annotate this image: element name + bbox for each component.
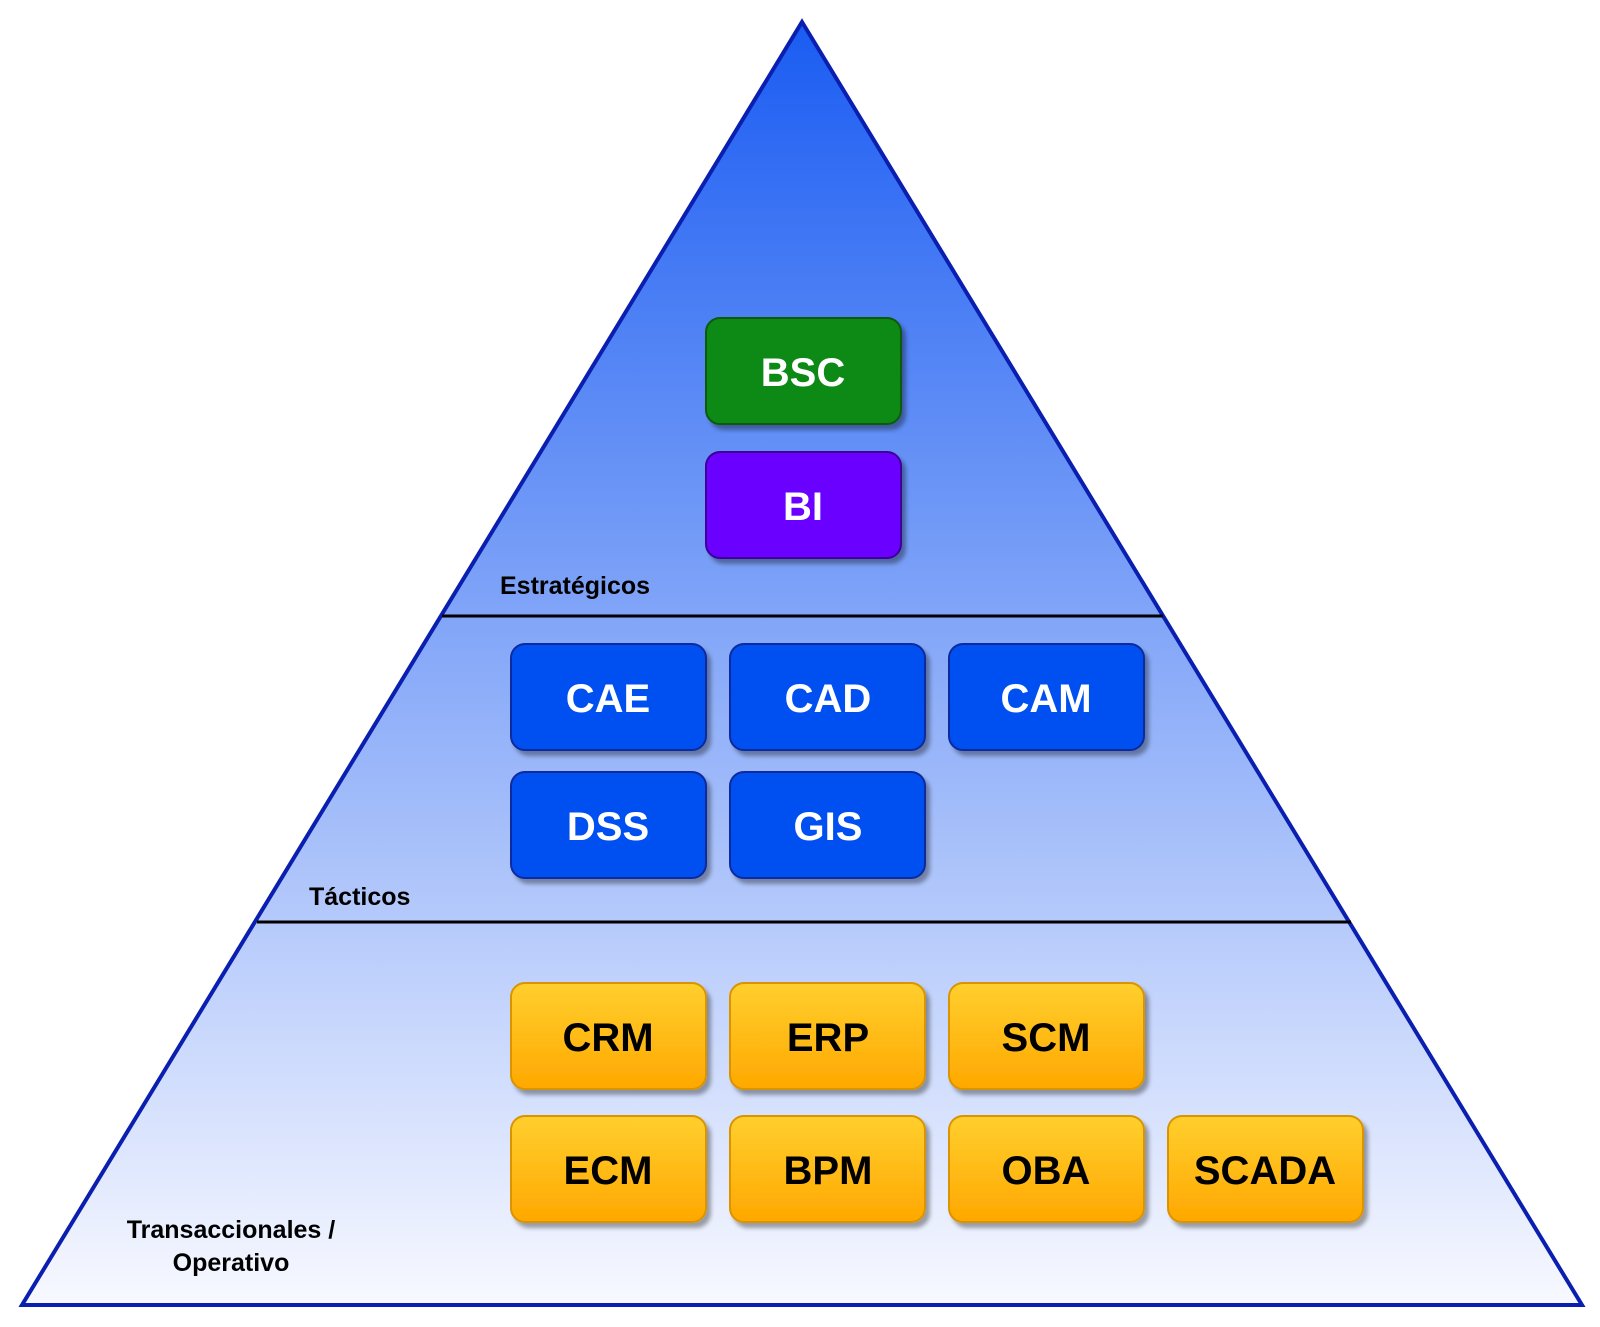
svg-text:CRM: CRM — [562, 1016, 653, 1060]
box-gis: GIS — [729, 771, 926, 879]
box-ecm: ECM — [510, 1115, 707, 1223]
box-oba: OBA — [948, 1115, 1145, 1223]
level-label-operational-line2: Operativo — [173, 1249, 290, 1277]
level-label-operational-line1: Transaccionales / — [127, 1216, 336, 1244]
box-cad: CAD — [729, 643, 926, 751]
svg-text:CAD: CAD — [785, 677, 872, 721]
svg-text:GIS: GIS — [794, 805, 863, 849]
box-cam: CAM — [948, 643, 1145, 751]
svg-text:BPM: BPM — [784, 1149, 873, 1193]
svg-text:SCADA: SCADA — [1194, 1149, 1336, 1193]
box-scada: SCADA — [1167, 1115, 1364, 1223]
svg-text:BSC: BSC — [761, 351, 845, 395]
box-bsc: BSC — [705, 317, 902, 425]
level-label-tactical: Tácticos — [309, 883, 410, 911]
level-label-strategic: Estratégicos — [500, 572, 650, 600]
svg-text:OBA: OBA — [1002, 1149, 1091, 1193]
box-erp: ERP — [729, 982, 926, 1090]
svg-text:ECM: ECM — [564, 1149, 653, 1193]
svg-text:DSS: DSS — [567, 805, 649, 849]
svg-text:SCM: SCM — [1002, 1016, 1091, 1060]
svg-text:BI: BI — [783, 485, 823, 529]
box-cae: CAE — [510, 643, 707, 751]
box-bi: BI — [705, 451, 902, 559]
svg-text:CAE: CAE — [566, 677, 650, 721]
svg-text:CAM: CAM — [1000, 677, 1091, 721]
box-dss: DSS — [510, 771, 707, 879]
box-crm: CRM — [510, 982, 707, 1090]
box-bpm: BPM — [729, 1115, 926, 1223]
svg-text:ERP: ERP — [787, 1016, 869, 1060]
box-scm: SCM — [948, 982, 1145, 1090]
